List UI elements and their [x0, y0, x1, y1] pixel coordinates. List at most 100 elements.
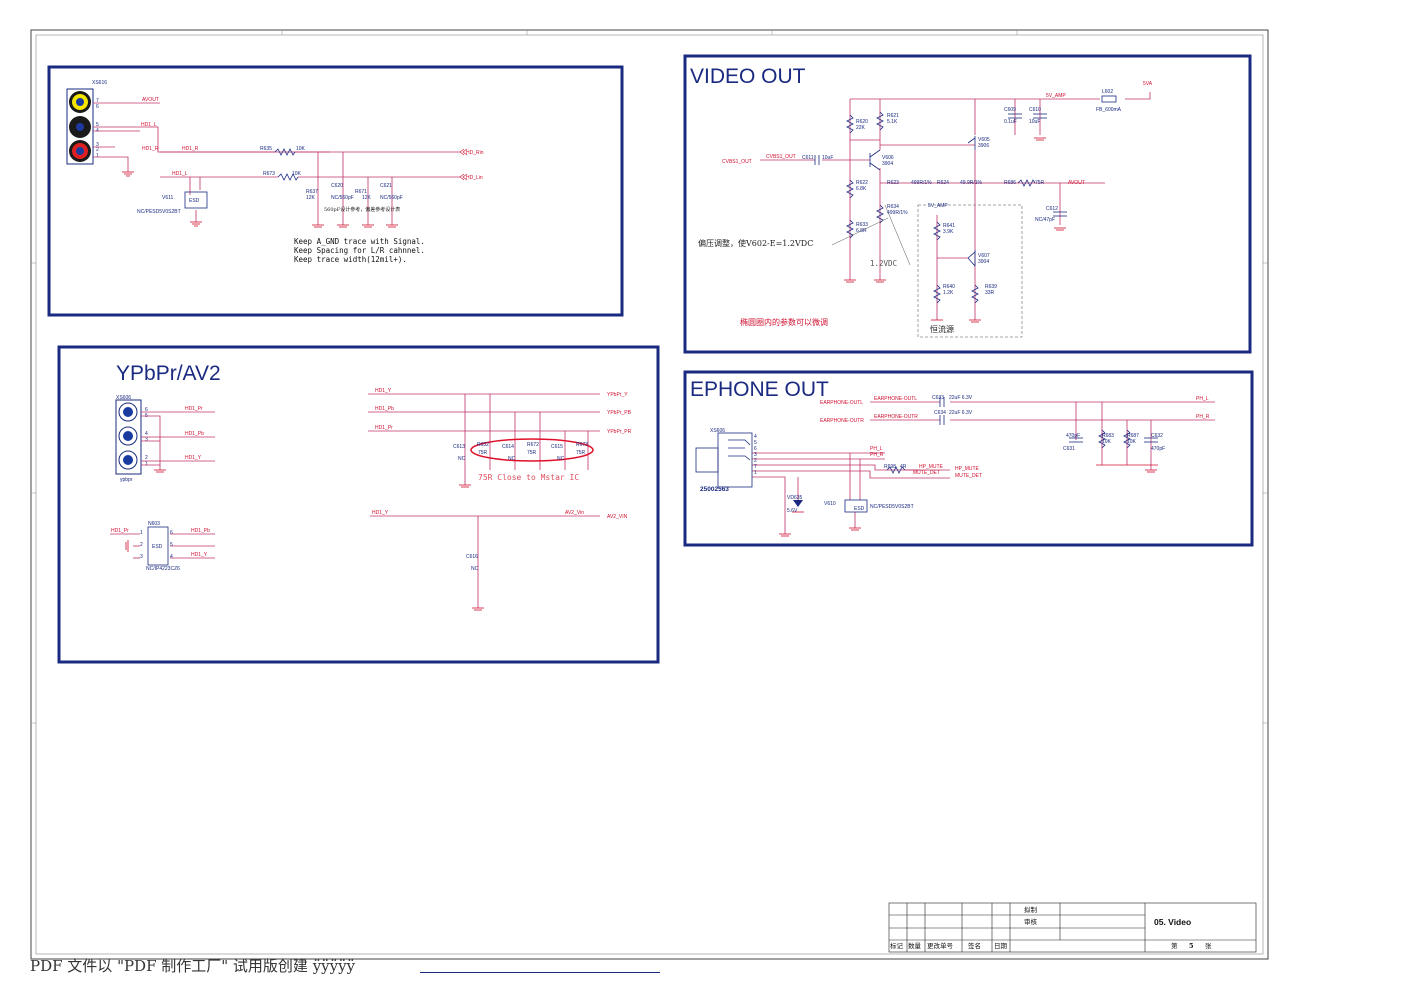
svg-text:R671: R671: [355, 189, 367, 195]
svg-text:5: 5: [96, 122, 99, 128]
net-hd-rin: HD_Rin: [466, 150, 484, 156]
svg-text:499R/1%: 499R/1%: [911, 180, 932, 186]
svg-text:R641: R641: [943, 223, 955, 229]
footer-underline: [420, 972, 660, 973]
video-resistors: [814, 95, 1117, 304]
r635-ref: R635: [260, 146, 272, 152]
note-75r-close: 75R Close to Mstar IC: [478, 473, 579, 482]
svg-text:C632: C632: [1151, 433, 1163, 439]
r635-value: 10K: [296, 146, 306, 152]
svg-text:R640: R640: [943, 284, 955, 290]
xs606-ref: XS606: [116, 395, 131, 401]
svg-text:NC: NC: [508, 456, 516, 462]
svg-text:7: 7: [754, 464, 757, 470]
note-ellipse: 椭圆圈内的参数可以微调: [740, 317, 828, 327]
ephone-parts: [695, 397, 1158, 513]
svg-text:ESD: ESD: [189, 198, 200, 204]
svg-text:5: 5: [754, 440, 757, 446]
svg-text:日期: 日期: [994, 942, 1008, 950]
vd635-diode: [793, 500, 803, 507]
svg-text:6.8K: 6.8K: [856, 186, 867, 192]
svg-text:AV2_Vin: AV2_Vin: [565, 510, 584, 516]
svg-text:V605: V605: [978, 137, 990, 143]
svg-text:5.1K: 5.1K: [887, 119, 898, 125]
svg-text:张: 张: [1205, 941, 1212, 950]
svg-text:HD1_Y: HD1_Y: [191, 552, 208, 558]
svg-text:V610: V610: [824, 501, 836, 507]
svg-text:HD1_Y: HD1_Y: [375, 388, 392, 394]
outer-frame: [30, 29, 1269, 960]
svg-text:3: 3: [145, 437, 148, 443]
svg-text:NC/560pF: NC/560pF: [331, 195, 354, 201]
svg-text:6: 6: [96, 104, 99, 110]
note-1-2vdc: 1.2VDC: [870, 259, 897, 268]
xs616-connector: [66, 88, 94, 165]
svg-text:签名: 签名: [968, 941, 981, 950]
svg-text:6.8R: 6.8R: [856, 228, 867, 234]
title-block: [888, 902, 1257, 953]
svg-text:R639: R639: [985, 284, 997, 290]
svg-text:R687: R687: [1127, 433, 1139, 439]
svg-text:N603: N603: [148, 521, 160, 527]
svg-text:HP_MUTE: HP_MUTE: [919, 464, 944, 470]
cap-note: 560pF设计参考，偏差参考设计表: [324, 206, 400, 213]
svg-text:PH_L: PH_L: [1196, 396, 1209, 402]
svg-text:PH_L: PH_L: [870, 446, 883, 452]
inner-frame: [35, 34, 1264, 955]
svg-text:75R: 75R: [478, 450, 488, 456]
svg-text:C614: C614: [502, 444, 514, 450]
ephone-out-title: EPHONE OUT: [690, 378, 829, 401]
svg-text:R634: R634: [887, 204, 899, 210]
svg-text:499R/1%: 499R/1%: [887, 210, 908, 216]
svg-text:EARPHONE-OUTR: EARPHONE-OUTR: [820, 418, 864, 424]
ypbpr-frame: [57, 345, 660, 664]
svg-text:NC/IP4223CZ6: NC/IP4223CZ6: [146, 566, 180, 572]
svg-text:470pF: 470pF: [1066, 433, 1080, 439]
video-wires: [760, 92, 1151, 320]
svg-text:10K: 10K: [1102, 439, 1112, 445]
net-5v-amp: 5V_AMP: [1046, 93, 1066, 99]
svg-text:2: 2: [140, 542, 143, 548]
svg-text:75R: 75R: [1035, 180, 1045, 186]
svg-text:ypbpr: ypbpr: [120, 477, 133, 483]
svg-text:22uF 6.3V: 22uF 6.3V: [949, 410, 973, 416]
svg-text:HD1_Pr: HD1_Pr: [185, 406, 203, 412]
svg-text:L602: L602: [1102, 89, 1113, 95]
svg-text:更改单号: 更改单号: [927, 941, 954, 950]
net-avout-video: AVOUT: [1068, 180, 1085, 186]
svg-text:33R: 33R: [985, 290, 995, 296]
net-hd-lin: HD_Lin: [466, 175, 483, 181]
net-5v-amp-2: 5V_AMP: [928, 203, 948, 209]
note-constant-current: 恒流源: [930, 324, 954, 334]
svg-text:4: 4: [145, 431, 148, 437]
svg-text:YPbPr_Y: YPbPr_Y: [607, 392, 628, 398]
svg-text:1: 1: [754, 470, 757, 476]
r635-symbol: [274, 148, 296, 156]
svg-text:C616: C616: [466, 554, 478, 560]
svg-text:MUTE_DET: MUTE_DET: [955, 473, 982, 479]
svg-text:7: 7: [96, 98, 99, 104]
tb-sheet-name: 05. Video: [1154, 917, 1191, 927]
r673-symbol: [277, 173, 299, 181]
xs616-ref: XS616: [92, 80, 107, 86]
svg-text:49.9R/1%: 49.9R/1%: [960, 180, 983, 186]
svg-text:C633: C633: [932, 395, 944, 401]
svg-text:3: 3: [754, 452, 757, 458]
svg-text:C621: C621: [380, 183, 392, 189]
svg-text:NC/47pF: NC/47pF: [1035, 217, 1055, 223]
svg-text:C611: C611: [802, 155, 814, 161]
svg-text:10uF: 10uF: [1029, 119, 1040, 125]
n603-esd: [147, 526, 169, 566]
svg-text:0.1uF: 0.1uF: [1004, 119, 1017, 125]
net-cvbs1-out-2: CVBS1_OUT: [766, 154, 796, 160]
svg-text:NC: NC: [471, 566, 479, 572]
svg-text:R620: R620: [856, 119, 868, 125]
svg-text:HD1_Pb: HD1_Pb: [185, 431, 204, 437]
svg-text:EARPHONE-OUTL: EARPHONE-OUTL: [820, 400, 863, 406]
svg-text:10K: 10K: [1127, 439, 1137, 445]
svg-text:NC: NC: [557, 456, 565, 462]
svg-text:3: 3: [96, 142, 99, 148]
svg-text:NC/560pF: NC/560pF: [380, 195, 403, 201]
net-avout: AVOUT: [142, 97, 159, 103]
video-out-frame: [683, 54, 1252, 354]
